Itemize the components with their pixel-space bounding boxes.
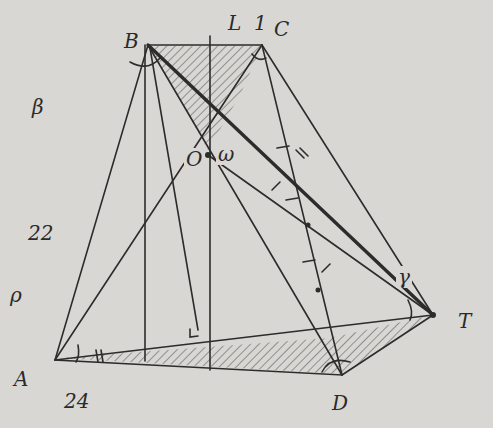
point-label: B [122,30,141,52]
point-label: 1 [252,12,269,34]
point-label: L [226,12,243,34]
point-label: β [30,96,46,118]
point-label: C [272,18,291,40]
point-label: A [12,368,30,390]
point-label: 24 [62,390,91,412]
point-label: D [330,392,350,414]
point-label: ω [216,143,236,165]
point-label: 22 [26,222,55,244]
point-label: ρ [8,284,24,306]
point-label: γ [396,266,412,288]
point-label: O [184,148,204,170]
point-label: T [456,310,473,332]
